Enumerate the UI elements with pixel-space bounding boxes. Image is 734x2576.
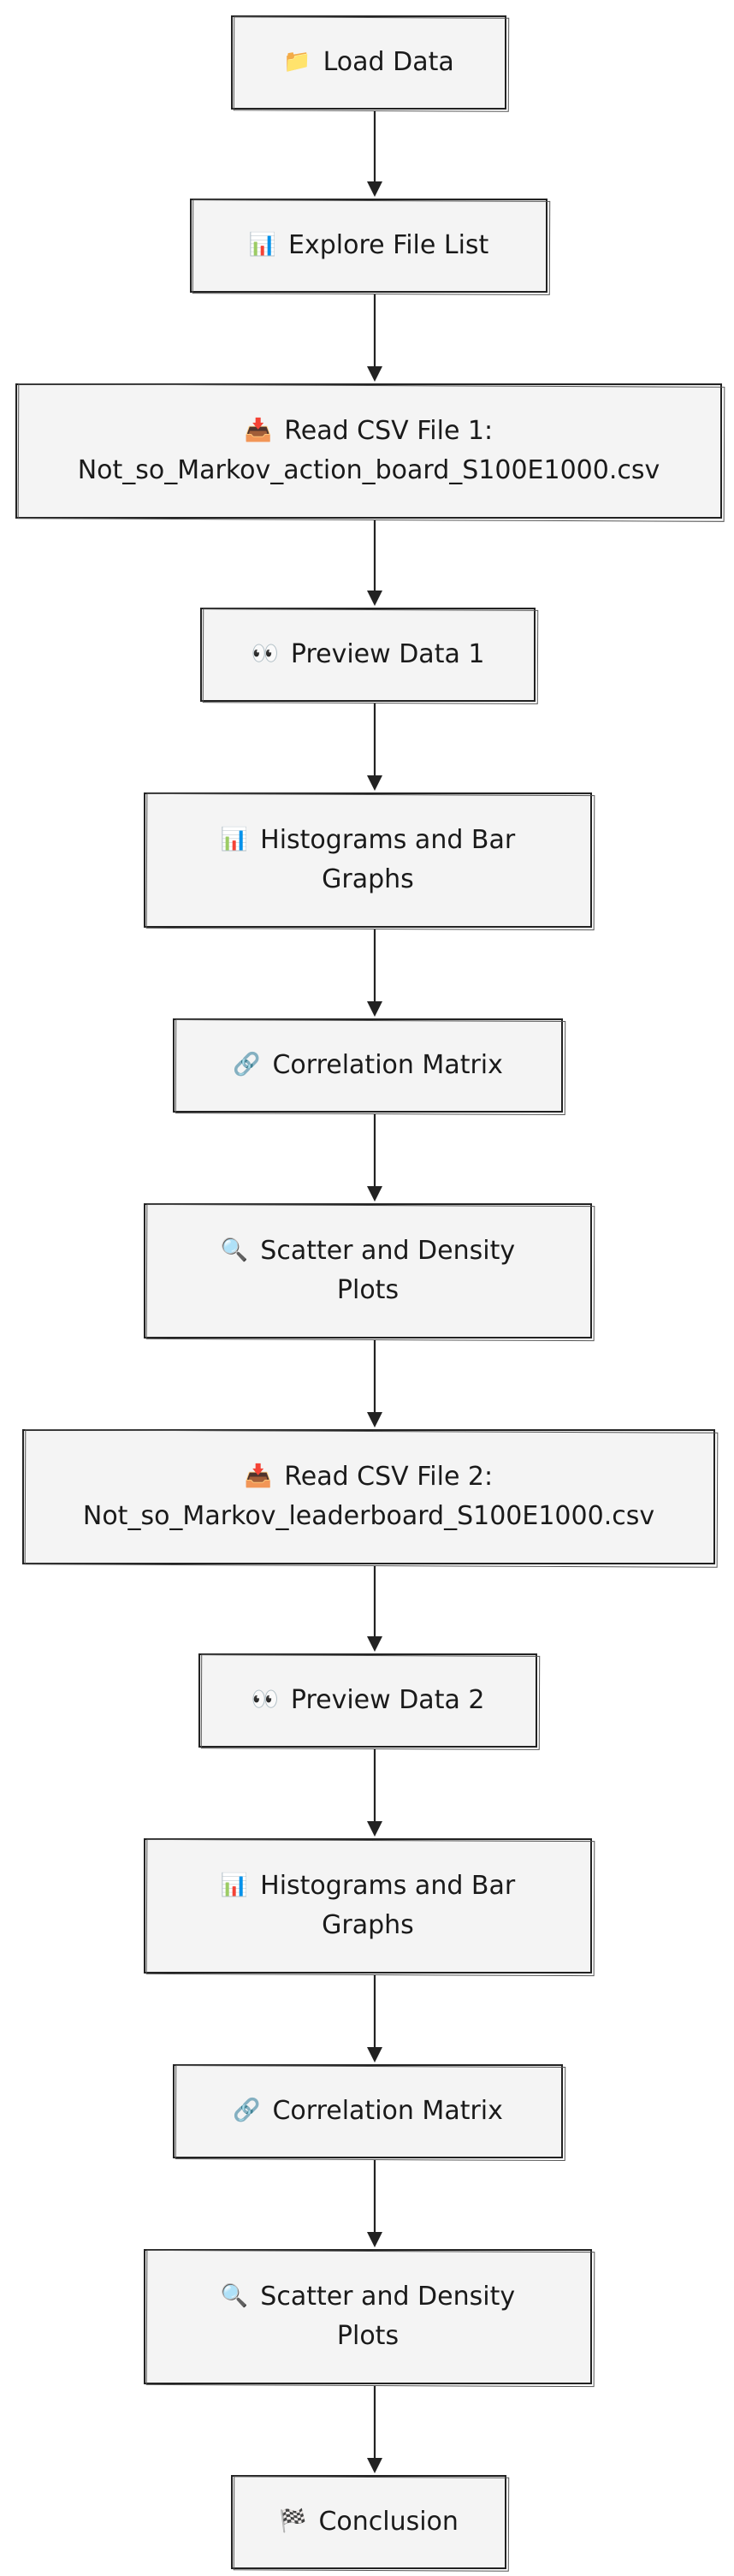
arrowhead: [367, 1636, 382, 1652]
node-label: Histograms and Bar Graphs: [260, 1870, 516, 1941]
arrow-preview-data-2-to-histograms-2: [367, 1749, 382, 1837]
arrow-histograms-2-to-correlation-matrix-2: [367, 1975, 382, 2063]
node-explore-file-list: 📊 Explore File List: [190, 199, 551, 295]
arrow-correlation-matrix-2-to-scatter-density-2: [367, 2160, 382, 2247]
node-content: 📊 Histograms and Bar Graphs: [221, 1867, 515, 1946]
arrow-scatter-density-2-to-conclusion: [367, 2386, 382, 2473]
checkered-flag-icon: 🏁: [279, 2508, 307, 2534]
arrow-read-csv-1-to-preview-data-1: [367, 520, 382, 606]
node-label: Explore File List: [288, 229, 489, 260]
magnifier-icon: 🔍: [220, 1237, 249, 1263]
node-content: 🏁 Conclusion: [279, 2502, 459, 2543]
node-label: Preview Data 1: [290, 638, 485, 669]
arrowhead: [367, 2458, 382, 2473]
link-icon: 🔗: [233, 1051, 261, 1077]
node-read-csv-2: 📥Read CSV File 2: Not_so_Markov_leaderbo…: [22, 1429, 719, 1568]
node-correlation-matrix-2: 🔗 Correlation Matrix: [173, 2064, 566, 2162]
node-content: 📥Read CSV File 1: Not_so_Markov_action_b…: [78, 412, 660, 491]
node-label: Conclusion: [318, 2506, 459, 2537]
arrowhead: [367, 591, 382, 606]
node-label: Preview Data 2: [290, 1684, 485, 1715]
node-preview-data-1: 👀 Preview Data 1: [200, 608, 539, 704]
node-histograms-2: 📊 Histograms and Bar Graphs: [144, 1838, 595, 1977]
node-histograms-1: 📊 Histograms and Bar Graphs: [144, 792, 595, 931]
arrowhead: [367, 1186, 382, 1202]
arrow-load-data-to-explore-file-list: [367, 111, 382, 197]
node-content: 📁 Load Data: [283, 43, 454, 83]
inbox-tray-icon: 📥: [244, 1463, 273, 1489]
eyes-icon: 👀: [251, 1686, 279, 1712]
node-content: 🔗 Correlation Matrix: [233, 2092, 503, 2132]
node-content: 🔍 Scatter and Density Plots: [221, 2277, 515, 2357]
node-label: Scatter and Density Plots: [260, 1235, 516, 1306]
node-correlation-matrix-1: 🔗 Correlation Matrix: [173, 1018, 566, 1116]
arrow-histograms-1-to-correlation-matrix-1: [367, 929, 382, 1017]
arrow-read-csv-2-to-preview-data-2: [367, 1566, 382, 1652]
node-conclusion: 🏁 Conclusion: [231, 2475, 510, 2572]
node-label: Read CSV File 1: Not_so_Markov_action_bo…: [77, 415, 660, 486]
node-label: Scatter and Density Plots: [260, 2281, 516, 2352]
arrow-correlation-matrix-1-to-scatter-density-1: [367, 1114, 382, 1202]
node-load-data: 📁 Load Data: [231, 15, 510, 112]
arrowhead: [367, 2232, 382, 2247]
eyes-icon: 👀: [251, 640, 279, 667]
node-label: Correlation Matrix: [272, 2095, 503, 2126]
arrowhead: [367, 181, 382, 197]
arrowhead: [367, 2047, 382, 2063]
node-read-csv-1: 📥Read CSV File 1: Not_so_Markov_action_b…: [15, 383, 725, 522]
node-scatter-density-2: 🔍 Scatter and Density Plots: [144, 2249, 595, 2388]
node-content: 👀 Preview Data 2: [252, 1681, 485, 1721]
arrowhead: [367, 1412, 382, 1427]
node-content: 👀 Preview Data 1: [252, 635, 485, 675]
magnifier-icon: 🔍: [220, 2282, 249, 2309]
arrow-preview-data-1-to-histograms-1: [367, 703, 382, 791]
node-preview-data-2: 👀 Preview Data 2: [198, 1653, 541, 1750]
node-label: Load Data: [323, 46, 454, 77]
node-content: 📊 Histograms and Bar Graphs: [221, 821, 515, 900]
arrowhead: [367, 1001, 382, 1017]
node-content: 🔍 Scatter and Density Plots: [221, 1232, 515, 1311]
link-icon: 🔗: [233, 2097, 261, 2123]
arrow-explore-file-list-to-read-csv-1: [367, 294, 382, 382]
arrowhead: [367, 366, 382, 382]
node-content: 🔗 Correlation Matrix: [233, 1046, 503, 1086]
arrowhead: [367, 775, 382, 791]
node-label: Read CSV File 2: Not_so_Markov_leaderboa…: [82, 1461, 655, 1532]
bar-chart-icon: 📊: [248, 231, 277, 258]
bar-chart-icon: 📊: [220, 826, 249, 852]
bar-chart-icon: 📊: [220, 1872, 249, 1898]
node-label: Correlation Matrix: [272, 1049, 503, 1080]
node-content: 📊 Explore File List: [249, 226, 489, 266]
node-content: 📥Read CSV File 2: Not_so_Markov_leaderbo…: [83, 1457, 654, 1537]
node-scatter-density-1: 🔍 Scatter and Density Plots: [144, 1203, 595, 1342]
arrow-scatter-density-1-to-read-csv-2: [367, 1340, 382, 1427]
inbox-tray-icon: 📥: [244, 417, 273, 443]
arrowhead: [367, 1821, 382, 1837]
folder-icon: 📁: [283, 48, 311, 74]
node-label: Histograms and Bar Graphs: [260, 824, 516, 895]
